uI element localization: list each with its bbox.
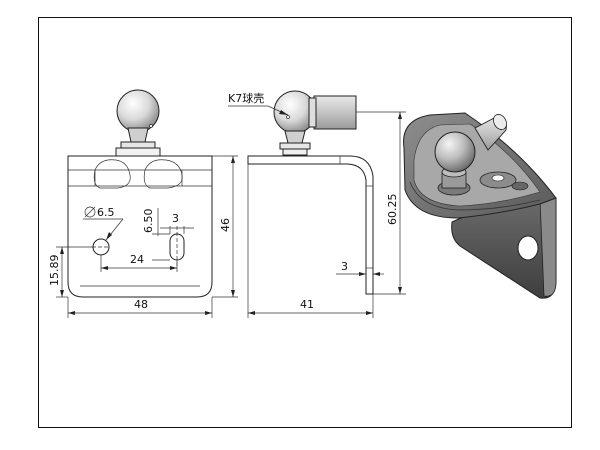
front-plate-outline	[67, 155, 213, 298]
dim-hole-spacing: 24	[130, 253, 144, 266]
isometric-view	[403, 112, 557, 299]
side-view	[247, 90, 374, 295]
dim-hole-diameter: 6.5	[97, 206, 115, 219]
iso-hole	[517, 235, 539, 261]
front-view	[67, 89, 213, 298]
front-dimensions: 6.5 6.50 3 24 15.89 46	[48, 155, 238, 318]
ball-shell	[313, 95, 357, 130]
dim-side-height: 60.25	[386, 194, 399, 226]
dim-side-depth: 41	[300, 298, 314, 311]
shell-callout: K7球壳	[228, 91, 264, 105]
dim-front-height: 46	[219, 218, 232, 232]
dim-plate-thickness: 3	[341, 260, 348, 273]
dim-front-width: 48	[134, 298, 148, 311]
drawing-frame	[38, 17, 572, 428]
side-dimensions: K7球壳 60.25 3 41	[228, 91, 406, 318]
iso-ball	[434, 131, 476, 173]
dim-hole-height: 15.89	[48, 255, 61, 287]
dim-slot-height: 6.50	[142, 209, 155, 234]
side-bracket	[247, 155, 374, 295]
dim-slot-width: 3	[172, 212, 179, 225]
